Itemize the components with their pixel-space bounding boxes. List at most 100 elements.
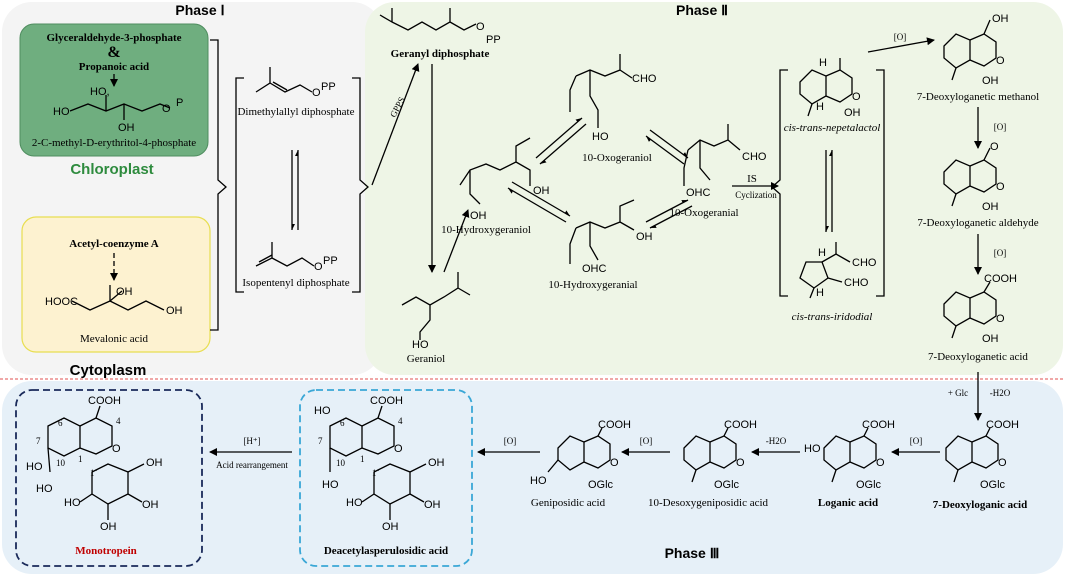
svg-text:O: O bbox=[996, 313, 1005, 325]
aldehyde-structure: O O OH bbox=[943, 141, 1005, 213]
svg-text:O: O bbox=[998, 457, 1007, 469]
svg-text:1`: 1` bbox=[372, 468, 380, 478]
svg-text:O: O bbox=[876, 457, 885, 469]
precursor-brace bbox=[210, 39, 227, 331]
mevalonic-label: Mevalonic acid bbox=[80, 333, 149, 345]
svg-text:O: O bbox=[996, 55, 1005, 67]
phase3-region bbox=[2, 381, 1063, 574]
svg-text:OH: OH bbox=[533, 185, 550, 197]
desoxygeniposidic-label: 10-Desoxygeniposidic acid bbox=[648, 497, 769, 509]
svg-text:HO: HO bbox=[804, 443, 821, 455]
h-plus-label: [H⁺] bbox=[243, 436, 260, 446]
ox-5: [O] bbox=[640, 436, 653, 446]
hydroxygeranial-label: 10-Hydroxygeranial bbox=[548, 279, 637, 291]
svg-text:H: H bbox=[816, 287, 824, 299]
svg-text:H: H bbox=[818, 247, 826, 259]
svg-text:OGlc: OGlc bbox=[714, 479, 740, 491]
acetyl-coa-label: Acetyl-coenzyme A bbox=[69, 238, 159, 250]
chloroplast-label: Chloroplast bbox=[70, 161, 153, 178]
acid-label: 7-Deoxyloganetic acid bbox=[928, 351, 1028, 363]
methanol-structure: OH O OH bbox=[943, 13, 1009, 87]
svg-text:HO: HO bbox=[314, 405, 331, 417]
svg-text:OH: OH bbox=[142, 499, 159, 511]
svg-text:O: O bbox=[314, 261, 323, 273]
svg-text:OH: OH bbox=[982, 201, 999, 213]
svg-text:OH: OH bbox=[424, 499, 441, 511]
svg-text:HO: HO bbox=[64, 497, 81, 509]
mep-label: 2-C-methyl-D-erythritol-4-phosphate bbox=[32, 137, 196, 149]
ox-6: [O] bbox=[504, 436, 517, 446]
svg-text:OH: OH bbox=[166, 305, 183, 317]
svg-text:HO: HO bbox=[36, 483, 53, 495]
cytoplasm-box bbox=[21, 216, 211, 353]
methanol-label: 7-Deoxyloganetic methanol bbox=[917, 91, 1040, 103]
svg-text:HO: HO bbox=[322, 479, 339, 491]
monotropein-box bbox=[15, 389, 203, 567]
svg-text:HO: HO bbox=[530, 475, 547, 487]
svg-text:6: 6 bbox=[58, 418, 63, 428]
gdp-label: Geranyl diphosphate bbox=[391, 48, 490, 60]
svg-text:O: O bbox=[312, 87, 321, 99]
svg-text:O: O bbox=[162, 103, 171, 115]
phase2-region bbox=[365, 2, 1063, 375]
phase2-title: Phase Ⅱ bbox=[676, 2, 728, 18]
svg-text:OH: OH bbox=[428, 457, 445, 469]
mevalonic-structure: HOOC OH OH bbox=[45, 285, 183, 317]
acid-structure: COOH O OH bbox=[943, 273, 1017, 345]
hydroxygeraniol-label: 10-Hydroxygeraniol bbox=[441, 224, 531, 236]
svg-text:O: O bbox=[476, 21, 485, 33]
hydroxygeraniol-structure: OH OH bbox=[459, 137, 550, 222]
svg-text:PP: PP bbox=[323, 255, 338, 267]
svg-text:HO: HO bbox=[53, 106, 70, 118]
cyclization-label: Cyclization bbox=[735, 190, 777, 200]
loganic-structure: COOH HO O OGlc bbox=[804, 419, 895, 491]
svg-text:O: O bbox=[736, 457, 745, 469]
svg-text:OH: OH bbox=[118, 122, 135, 134]
svg-text:OH: OH bbox=[844, 107, 861, 119]
acid-rearr-label: Acid rearrangement bbox=[216, 460, 288, 470]
svg-text:OH: OH bbox=[116, 286, 133, 298]
svg-text:6: 6 bbox=[340, 418, 345, 428]
cyclic-left-bracket bbox=[771, 69, 788, 297]
loganic-label: Loganic acid bbox=[818, 497, 878, 509]
cytoplasm-label: Cytoplasm bbox=[70, 362, 147, 379]
dmapp-structure: O PP bbox=[255, 67, 336, 99]
cyclic-right-bracket bbox=[876, 69, 885, 297]
svg-text:COOH: COOH bbox=[370, 395, 403, 407]
ox-1: [O] bbox=[894, 32, 907, 42]
svg-text:1`: 1` bbox=[90, 468, 98, 478]
oxogeranial-structure: CHO OHC bbox=[683, 124, 767, 199]
svg-text:OGlc: OGlc bbox=[980, 479, 1006, 491]
is-label: IS bbox=[747, 173, 757, 185]
deoxyloganic-structure: COOH O OGlc bbox=[945, 419, 1019, 491]
phase3-title: Phase Ⅲ bbox=[665, 545, 720, 561]
svg-text:O: O bbox=[394, 443, 403, 455]
svg-text:OHC: OHC bbox=[686, 187, 711, 199]
svg-text:COOH: COOH bbox=[724, 419, 757, 431]
svg-text:H: H bbox=[819, 57, 827, 69]
svg-text:PP: PP bbox=[321, 81, 336, 93]
svg-text:PP: PP bbox=[486, 34, 501, 46]
svg-text:OGlc: OGlc bbox=[856, 479, 882, 491]
svg-text:COOH: COOH bbox=[986, 419, 1019, 431]
svg-text:O: O bbox=[852, 91, 861, 103]
geraniol-label: Geraniol bbox=[407, 353, 445, 365]
geraniol-structure: HO bbox=[401, 272, 471, 351]
ipp-label: Isopentenyl diphosphate bbox=[242, 277, 349, 289]
svg-text:OH: OH bbox=[382, 521, 399, 533]
svg-text:OH: OH bbox=[982, 75, 999, 87]
svg-text:OH: OH bbox=[992, 13, 1009, 25]
oxogeraniol-structure: CHO HO bbox=[569, 54, 657, 143]
desoxygeniposidic-structure: COOH O OGlc bbox=[683, 419, 757, 491]
h2o-step-2: -H2O bbox=[766, 436, 787, 446]
h2o-step-1: -H2O bbox=[990, 388, 1011, 398]
svg-text:1: 1 bbox=[78, 454, 83, 464]
oxogeranial-label: 10-Oxogeranial bbox=[669, 207, 738, 219]
phase1-title: Phase Ⅰ bbox=[175, 2, 224, 18]
ox-2: [O] bbox=[994, 122, 1007, 132]
propanoic-label: Propanoic acid bbox=[79, 61, 149, 73]
svg-text:O: O bbox=[112, 443, 121, 455]
ox-4: [O] bbox=[910, 436, 923, 446]
svg-text:COOH: COOH bbox=[88, 395, 121, 407]
svg-text:10: 10 bbox=[56, 458, 66, 468]
